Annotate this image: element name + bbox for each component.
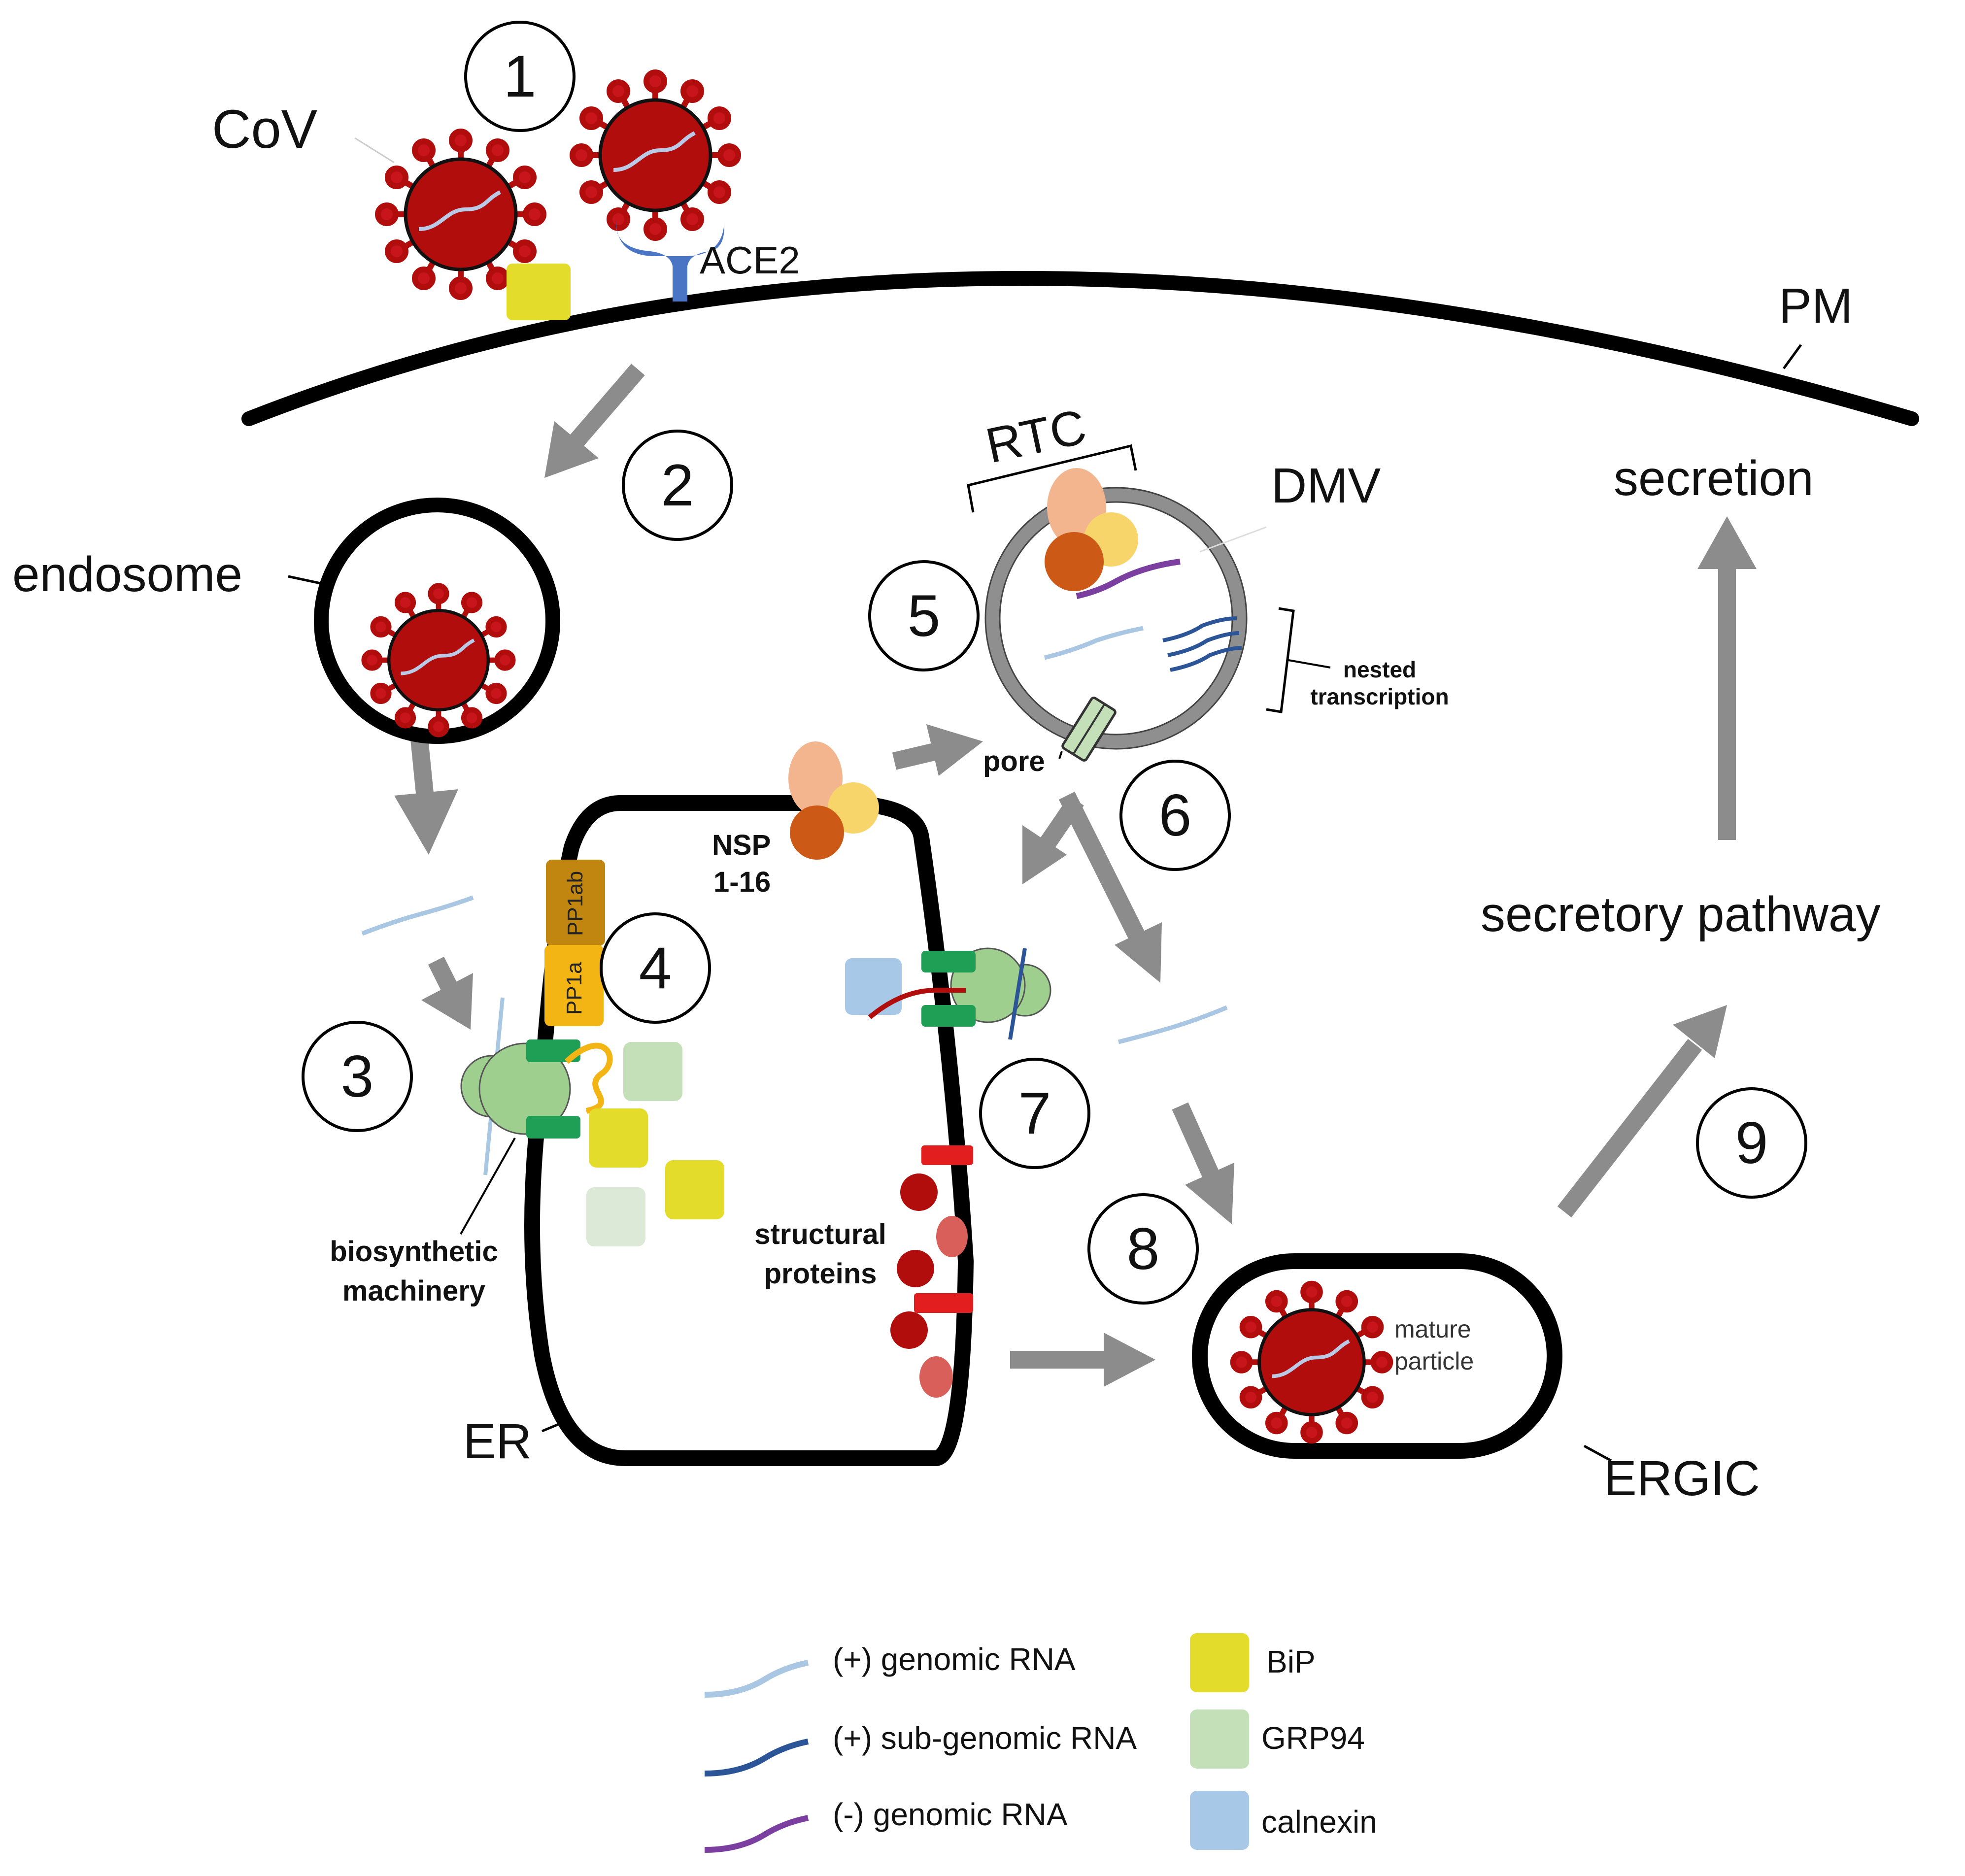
endosome-label: endosome [12,547,242,602]
nested-bracket [1266,607,1295,713]
legend-subgenomic-swatch [704,1739,809,1776]
step-4-marker: 4 [600,912,711,1024]
dmv-label: DMV [1271,458,1381,513]
structural-label: structural [754,1218,886,1250]
svg-text:6: 6 [1159,782,1192,848]
cov-label: CoV [212,99,317,160]
machinery-label: machinery [342,1275,485,1307]
plasma-membrane [241,271,1919,426]
er-label: ER [463,1414,532,1469]
rtc-bracket [967,444,1137,513]
step-markers: 1 2 3 4 5 6 7 8 9 [302,21,1807,1305]
ribosome-calnexin-complex [845,947,1051,1040]
er-pointer [542,1417,572,1433]
legend-bip-label: BiP [1266,1644,1316,1679]
legend-genomic-plus-swatch [704,1660,809,1698]
arrow-to-biosynthesis [421,956,473,1030]
process-arrows [394,364,1757,1387]
legend-grp94-label: GRP94 [1261,1720,1365,1756]
svg-text:8: 8 [1127,1216,1160,1282]
endosome-pointer [288,575,323,585]
bip-square-2 [665,1160,724,1219]
legend-calnexin-swatch [1190,1791,1249,1850]
svg-text:7: 7 [1018,1080,1051,1146]
legend-genomic-minus-swatch [704,1815,809,1853]
ace2-label: ACE2 [700,238,800,282]
pore-pointer [1058,751,1063,759]
pp1a-label: PP1a [562,962,586,1015]
dmv-pointer [1199,526,1267,553]
step-5-marker: 5 [868,560,980,671]
arrow-rna-to-ergic [1172,1102,1234,1224]
receptor-bip-square [507,264,571,320]
genomic-rna-cytosol [361,895,474,936]
biosynthetic-pointer [460,1138,516,1235]
step-3-marker: 3 [302,1021,413,1132]
ergic-pointer [1583,1444,1612,1462]
legend-genomic-plus-label: (+) genomic RNA [833,1642,1076,1677]
legend-grp94-swatch [1190,1709,1249,1769]
proteins-label: proteins [764,1258,877,1290]
legend-subgenomic-label: (+) sub-genomic RNA [833,1720,1137,1756]
nsp-complex-dmv [1045,468,1138,591]
step-7-marker: 7 [979,1058,1090,1169]
grp94-square [623,1042,682,1101]
svg-text:3: 3 [341,1043,374,1109]
arrow-ergic-to-pathway [1557,1005,1727,1218]
arrow-dmv-to-rna [1058,791,1162,983]
pp1ab-label: PP1ab [563,871,587,936]
pm-label: PM [1779,278,1853,334]
legend-calnexin-label: calnexin [1261,1804,1377,1840]
svg-text:4: 4 [639,935,672,1001]
minus-rna-dmv [1076,559,1181,599]
genomic-rna-released [1118,1005,1228,1044]
arrow-pm-to-endosome [544,364,645,478]
dmv-outer-line [984,487,1248,750]
grp94-square-faded [586,1187,645,1246]
arrow-er-to-ergic [1010,1333,1155,1387]
step-2-marker: 2 [622,430,733,541]
plus-rna-dmv [1044,626,1144,660]
legend-bip-swatch [1190,1633,1249,1692]
nsp-range-label: 1-16 [713,866,771,898]
cov-pointer [354,137,395,164]
svg-text:5: 5 [908,583,941,649]
dmv-pore [1061,697,1117,762]
secretion-label: secretion [1614,451,1814,506]
arrow-to-dmv [892,724,983,776]
nested-label: nested [1343,657,1416,682]
bip-square [589,1108,648,1168]
legend-genomic-minus-label: (-) genomic RNA [833,1797,1068,1832]
pp1ab-block [546,860,605,946]
pp1a-block [544,945,604,1026]
nsp-label: NSP [712,829,771,861]
secretory-pathway-label: secretory pathway [1481,887,1880,942]
cov-virion-ace2 [573,72,738,238]
step-6-marker: 6 [1119,760,1231,871]
biosynthetic-machinery [460,997,613,1175]
step-1-marker: 1 [464,21,576,132]
mature-label: mature [1394,1315,1471,1343]
arrow-to-secretion [1697,516,1757,840]
transcription-label: transcription [1310,684,1449,709]
svg-text:1: 1 [504,43,537,109]
nested-pointer [1288,659,1331,669]
step-8-marker: 8 [1087,1193,1199,1305]
svg-text:2: 2 [661,452,694,518]
pm-pointer [1782,344,1802,369]
nsp-complex-er [788,741,879,860]
legend: (+) genomic RNA (+) sub-genomic RNA (-) … [704,1633,1377,1853]
svg-text:9: 9 [1735,1110,1768,1176]
subgenomic-rna-dmv [1162,616,1242,672]
ergic-label: ERGIC [1604,1451,1760,1506]
pore-label: pore [983,745,1045,777]
structural-proteins [890,1145,973,1398]
rtc-label: RTC [981,399,1091,474]
biosynthetic-label: biosynthetic [330,1236,498,1268]
step-9-marker: 9 [1696,1087,1807,1199]
particle-label: particle [1394,1347,1474,1375]
